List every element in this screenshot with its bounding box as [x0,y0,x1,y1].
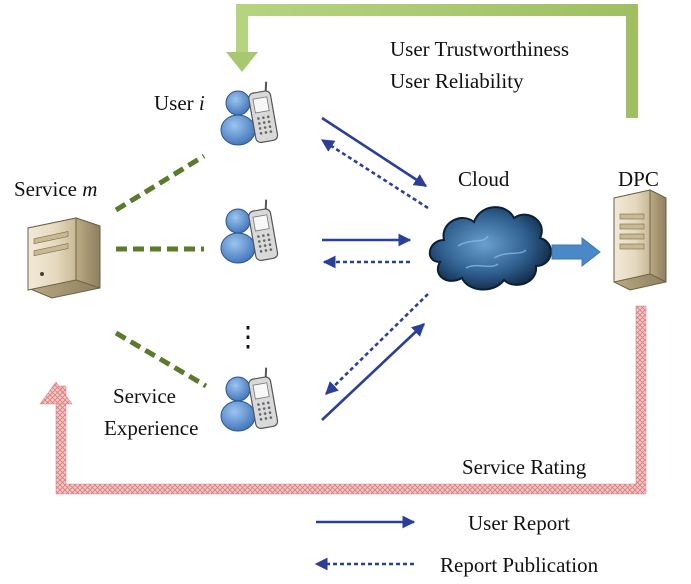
label-service-rating: Service Rating [462,455,587,479]
user-phone-icon [220,198,280,264]
feedback-arrow-green [236,4,638,118]
label-service-m: Service m [14,177,97,201]
service-dash-top [114,153,206,213]
cloud-to-dpc-arrow [551,236,601,268]
report-publication-arrow-bottom [325,293,429,395]
user-report-arrow-top [321,116,428,188]
server-icon [27,217,101,299]
users-ellipsis: ⋮ [234,320,262,353]
user-phone-icon [220,80,280,146]
rating-arrow-pink-head [39,381,73,405]
label-user-i: User i [154,91,205,115]
legend-report-publication-label: Report Publication [440,553,599,577]
label-user-reliability: User Reliability [390,69,524,93]
cloud-icon [429,206,552,291]
feedback-arrow-green-head [226,52,258,72]
label-dpc: DPC [618,167,659,191]
label-service-experience-line2: Experience [104,416,198,440]
label-cloud: Cloud [458,167,510,191]
dpc-server-icon [613,189,667,291]
label-service-experience-line1: Service [113,384,176,408]
user-phone-icon [220,366,280,432]
user-report-arrow-bottom [321,323,425,421]
report-publication-arrow-top [320,138,429,210]
legend-user-report-label: User Report [468,511,570,535]
label-user-trustworthiness: User Trustworthiness [390,37,569,61]
service-dash-bottom [114,330,208,389]
